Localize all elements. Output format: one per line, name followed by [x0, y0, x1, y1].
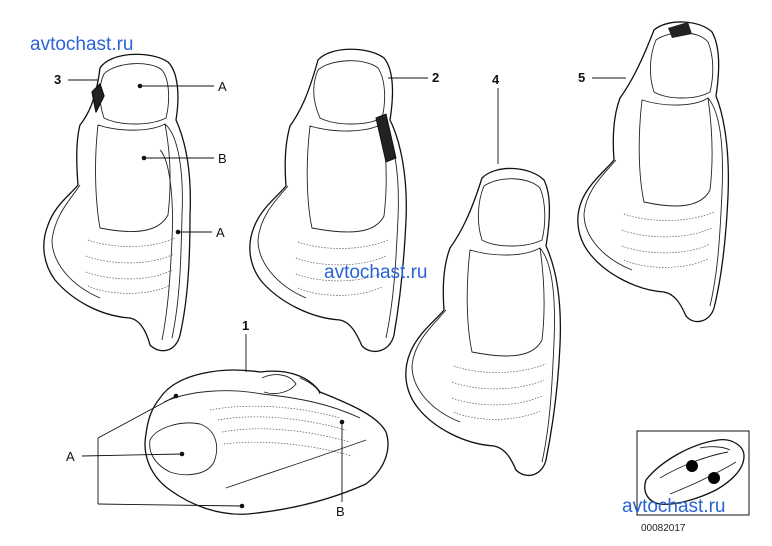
watermark-bottom-right: avtochast.ru	[622, 496, 726, 517]
seat-back-4	[405, 167, 562, 477]
part-number-5: 5	[578, 70, 585, 85]
seat-back-5	[577, 21, 730, 323]
seat-cushion-1	[144, 369, 389, 515]
watermark-top-left: avtochast.ru	[30, 34, 134, 55]
seat-back-3	[43, 53, 191, 352]
part-number-3: 3	[54, 72, 61, 87]
area-label-b-cushion: B	[336, 504, 345, 519]
diagram-code: 00082017	[641, 523, 686, 534]
part-number-2: 2	[432, 70, 439, 85]
area-label-a-cushion: A	[66, 449, 75, 464]
area-label-b-back: B	[218, 151, 227, 166]
part-number-4: 4	[492, 72, 500, 87]
leader-lines	[68, 77, 626, 509]
area-label-a-side: A	[216, 225, 225, 240]
car-location-icon	[636, 430, 750, 516]
watermark-center: avtochast.ru	[324, 262, 428, 283]
area-label-a-head: A	[218, 79, 227, 94]
part-number-1: 1	[242, 318, 249, 333]
seat-back-2	[249, 48, 407, 353]
